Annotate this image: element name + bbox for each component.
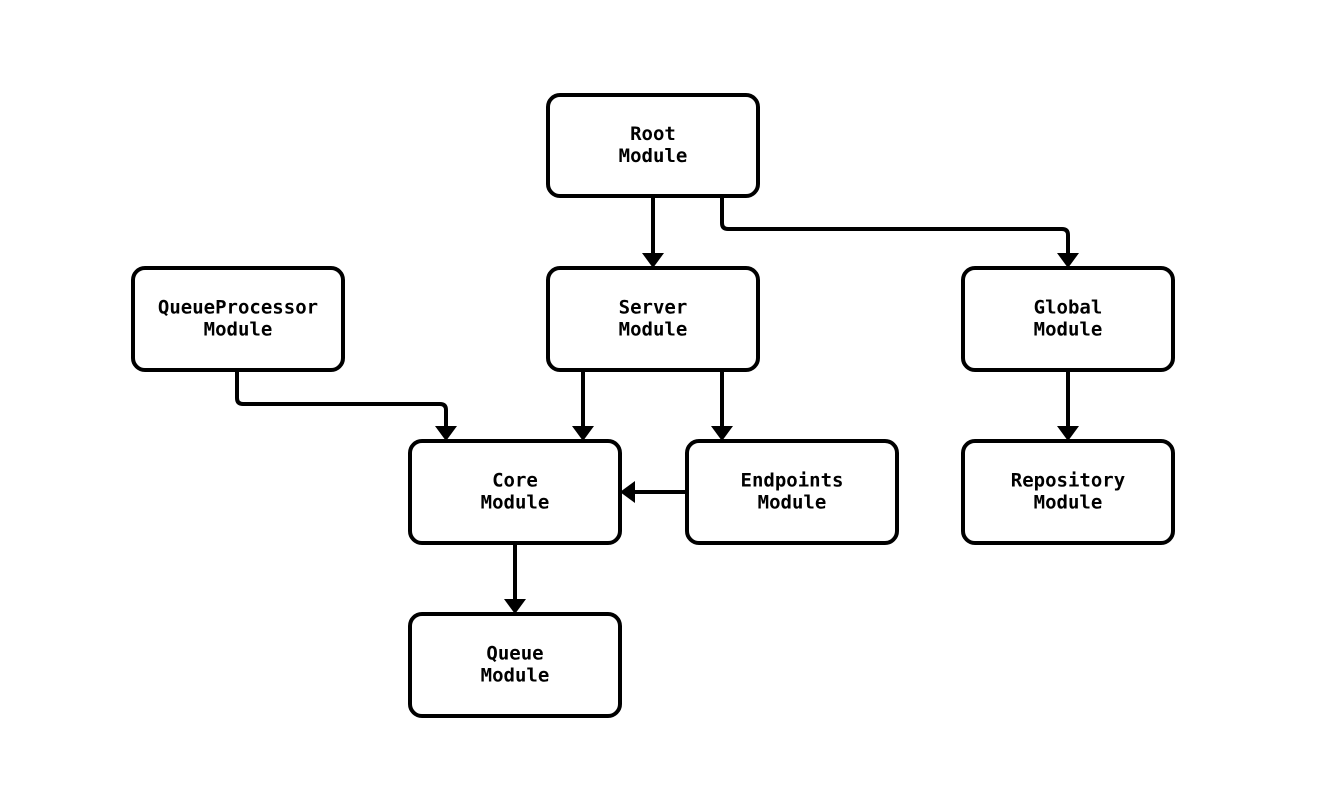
node-label-line2: Module (481, 665, 550, 687)
node-label-line1: Queue (486, 643, 543, 665)
node-label-line2: Module (481, 492, 550, 514)
nodes-layer: RootModuleQueueProcessorModuleServerModu… (131, 93, 1175, 718)
edge-root-to-server (642, 196, 664, 268)
node-label-line2: Module (758, 492, 827, 514)
edge-root-to-global (720, 196, 1079, 268)
arrowhead-icon (504, 599, 526, 614)
node-label-line1: Root (630, 123, 676, 145)
arrowhead-icon (711, 426, 733, 441)
node-label-line2: Module (1034, 492, 1103, 514)
edge-queueprocessor-to-core (235, 370, 457, 441)
arrowhead-icon (642, 253, 664, 268)
node-box[interactable] (961, 266, 1175, 372)
node-box[interactable] (408, 612, 622, 718)
node-label-line2: Module (619, 319, 688, 341)
node-box[interactable] (546, 93, 760, 198)
arrowhead-icon (1057, 426, 1079, 441)
node-label-line1: Endpoints (741, 470, 844, 492)
node-box[interactable] (685, 439, 899, 545)
arrowhead-icon (620, 481, 635, 503)
node-label-line2: Module (1034, 319, 1103, 341)
node-label-line2: Module (619, 145, 688, 167)
arrowhead-icon (1057, 253, 1079, 268)
node-box[interactable] (408, 439, 622, 545)
edge-core-to-queue (504, 543, 526, 614)
node-label-line1: Core (492, 470, 538, 492)
node-box[interactable] (546, 266, 760, 372)
edge-server-to-endpoints (711, 370, 733, 441)
node-label-line1: Server (619, 297, 688, 319)
node-box[interactable] (131, 266, 345, 372)
edge-endpoints-to-core (620, 481, 687, 503)
arrowhead-icon (435, 426, 457, 441)
edges-layer (235, 196, 1079, 614)
edge-global-to-repository (1057, 370, 1079, 441)
node-label-line1: QueueProcessor (158, 297, 318, 319)
node-box[interactable] (961, 439, 1175, 545)
node-label-line1: Global (1034, 297, 1103, 319)
node-label-line2: Module (204, 319, 273, 341)
edge-line (235, 370, 448, 428)
arrowhead-icon (572, 426, 594, 441)
edge-line (720, 196, 1070, 255)
edge-server-to-core (572, 370, 594, 441)
node-label-line1: Repository (1011, 470, 1125, 492)
